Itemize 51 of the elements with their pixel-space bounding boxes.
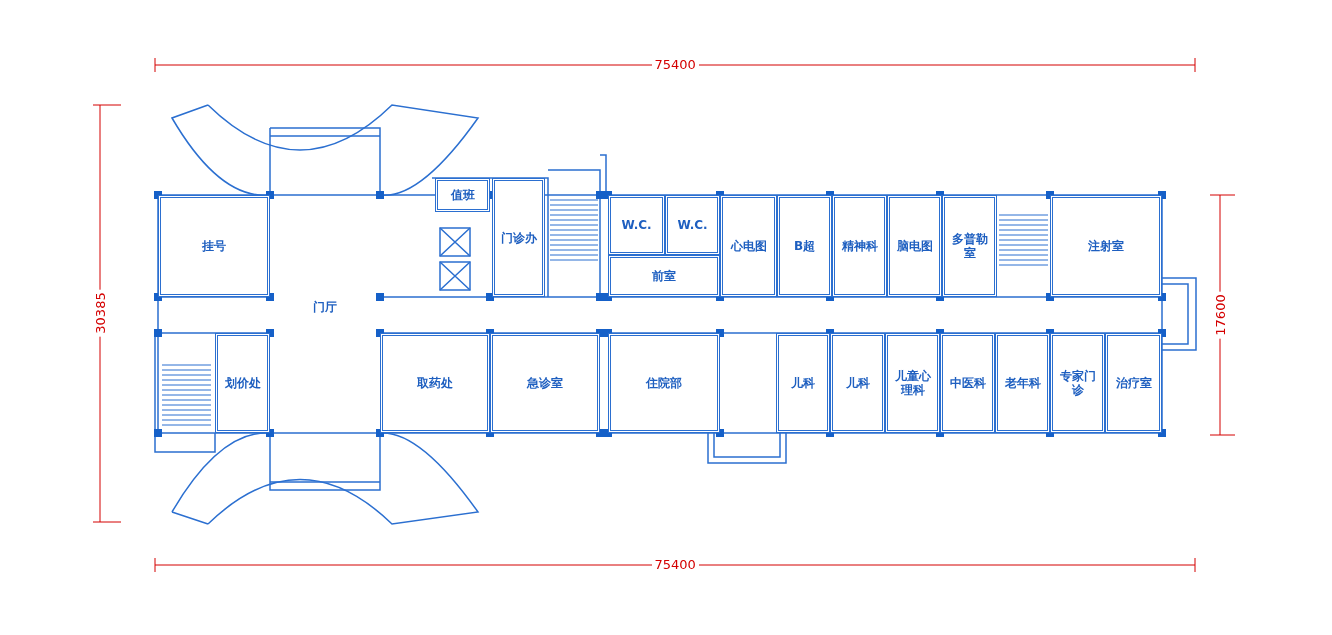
room-label: B超 (792, 239, 817, 253)
room (608, 333, 720, 433)
room-label: 中医科 (948, 376, 987, 390)
room (608, 195, 665, 255)
room (940, 333, 995, 433)
room-label: 门诊办 (499, 230, 538, 245)
room (887, 195, 942, 297)
room-label: 门厅 (312, 300, 338, 314)
room-label: 划价处 (223, 376, 262, 390)
dimension-label: 30385 (93, 289, 108, 337)
room (665, 195, 720, 255)
dimension-label: 75400 (651, 58, 699, 72)
room-label: 多普勒室 (950, 232, 989, 260)
room-label: 脑电图 (895, 239, 934, 253)
room-label: 前室 (651, 269, 677, 283)
room (158, 195, 270, 297)
dimension-label: 17600 (1213, 291, 1228, 339)
dimension-label: 75400 (651, 558, 699, 572)
room-label: 住院部 (645, 376, 683, 390)
room (492, 178, 545, 297)
room-label: 儿童心理科 (893, 369, 932, 397)
room (1050, 333, 1105, 433)
room (215, 333, 270, 433)
room-label: 老年科 (1003, 376, 1042, 390)
room-label: 值班 (449, 188, 476, 202)
room (995, 333, 1050, 433)
room-label: 专家门诊 (1058, 369, 1097, 397)
room-label: W.C. (620, 218, 653, 232)
room (1105, 333, 1162, 433)
room (885, 333, 940, 433)
room (1050, 195, 1162, 297)
room (776, 333, 830, 433)
room-label: 儿科 (844, 376, 871, 390)
room (777, 195, 832, 297)
room (832, 195, 887, 297)
room-label: W.C. (676, 218, 709, 232)
room-label: 注射室 (1087, 239, 1125, 253)
room-label: 治疗室 (1114, 376, 1153, 390)
room-label: 心电图 (729, 239, 768, 253)
room-label: 儿科 (790, 376, 816, 390)
room (490, 333, 600, 433)
room (942, 195, 997, 297)
room (830, 333, 885, 433)
room-label: 精神科 (840, 239, 879, 253)
room (435, 178, 490, 212)
room-label: 急诊室 (526, 376, 564, 390)
room-label: 挂号 (201, 239, 227, 253)
room (720, 195, 777, 297)
room (380, 333, 490, 433)
room (608, 255, 720, 297)
room-label: 取药处 (416, 376, 454, 390)
